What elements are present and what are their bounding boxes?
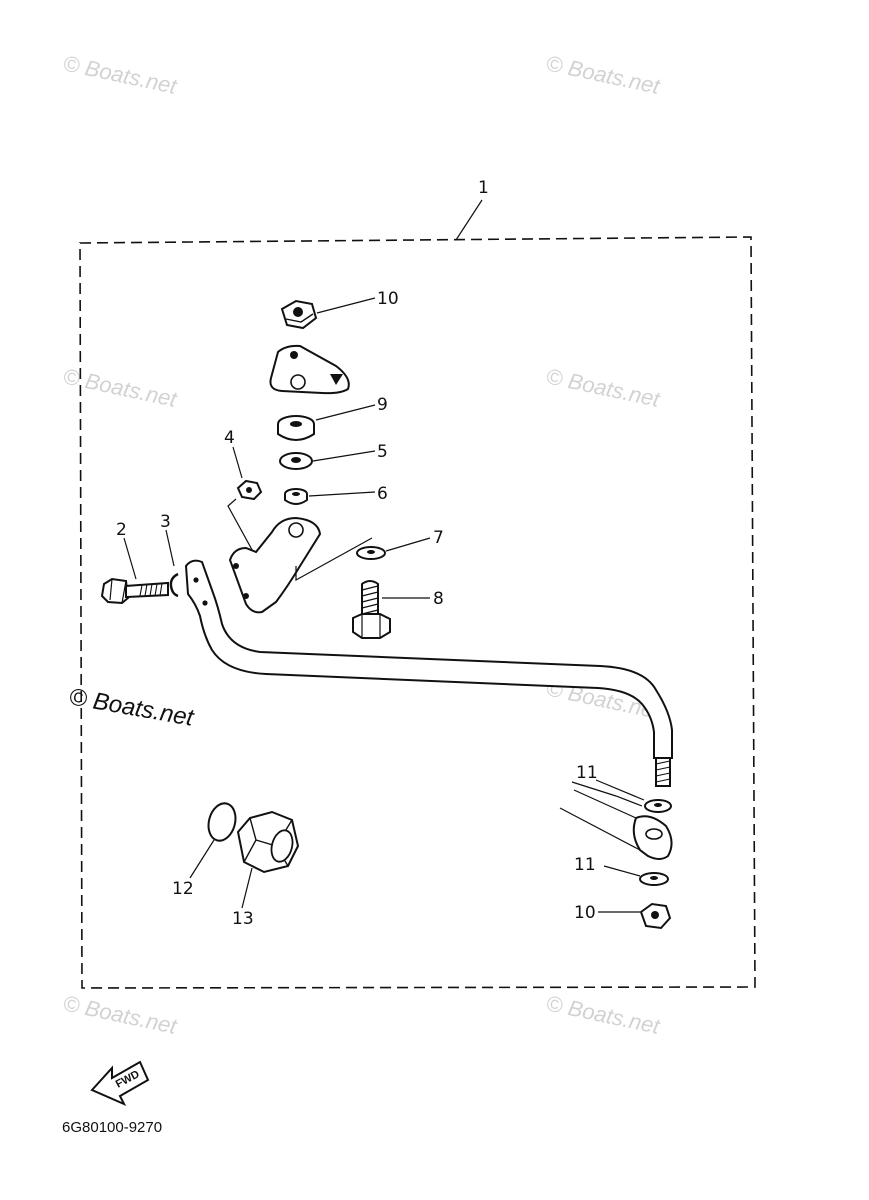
steering-bracket: [228, 516, 322, 614]
svg-text:© Boats.net: © Boats.net: [544, 363, 663, 412]
assembly-frame: [79, 236, 756, 989]
steering-tie-bar: [184, 559, 673, 787]
callout-4: 4: [224, 428, 235, 448]
o-ring-12: [207, 802, 237, 842]
svg-text:© Boats.net: © Boats.net: [61, 990, 180, 1039]
nut-4: [236, 479, 263, 501]
callout-12: 12: [172, 879, 194, 899]
bushing-9: [277, 415, 315, 441]
callout-6: 6: [377, 484, 388, 504]
watermark-group: © Boats.net © Boats.net © Boats.net © Bo…: [61, 50, 663, 1039]
callout-13: 13: [232, 909, 254, 929]
washer-11-lower: [639, 872, 669, 886]
bolt-2: [100, 577, 169, 605]
svg-text:© Boats.net: © Boats.net: [61, 50, 180, 99]
tie-bar-plate: [269, 344, 350, 395]
callout-10-bottom: 10: [574, 903, 596, 923]
nut-top: [280, 299, 318, 330]
svg-text:© Boats.net: © Boats.net: [61, 363, 180, 412]
callout-9: 9: [377, 395, 388, 415]
washer-7: [356, 546, 386, 560]
assembly-leader: [455, 199, 483, 241]
callout-8: 8: [433, 589, 444, 609]
svg-text:© Boats.net: © Boats.net: [544, 990, 663, 1039]
callout-2: 2: [116, 520, 127, 540]
bolt-8: [352, 580, 391, 639]
washer-5: [279, 452, 313, 470]
circlip-3: [169, 572, 179, 598]
callout-10-top: 10: [377, 289, 399, 309]
svg-text:© Boats.net: © Boats.net: [67, 683, 197, 732]
washer-11-upper: [644, 799, 672, 813]
nut-bottom: [639, 902, 672, 930]
callout-11-upper: 11: [576, 763, 598, 783]
fwd-arrow-icon: FWD: [90, 1060, 150, 1107]
part-code: 6G80100-9270: [62, 1119, 163, 1136]
callout-11-lower: 11: [574, 855, 596, 875]
callout-1: 1: [478, 178, 489, 198]
callout-5: 5: [377, 442, 388, 462]
callout-7: 7: [433, 528, 444, 548]
link-arm: [559, 789, 673, 860]
hex-nut-13: [236, 810, 300, 874]
watermark-main: © Boats.net: [67, 683, 197, 732]
svg-text:© Boats.net: © Boats.net: [544, 50, 663, 99]
callout-3: 3: [160, 512, 171, 532]
collar-6: [284, 488, 308, 505]
